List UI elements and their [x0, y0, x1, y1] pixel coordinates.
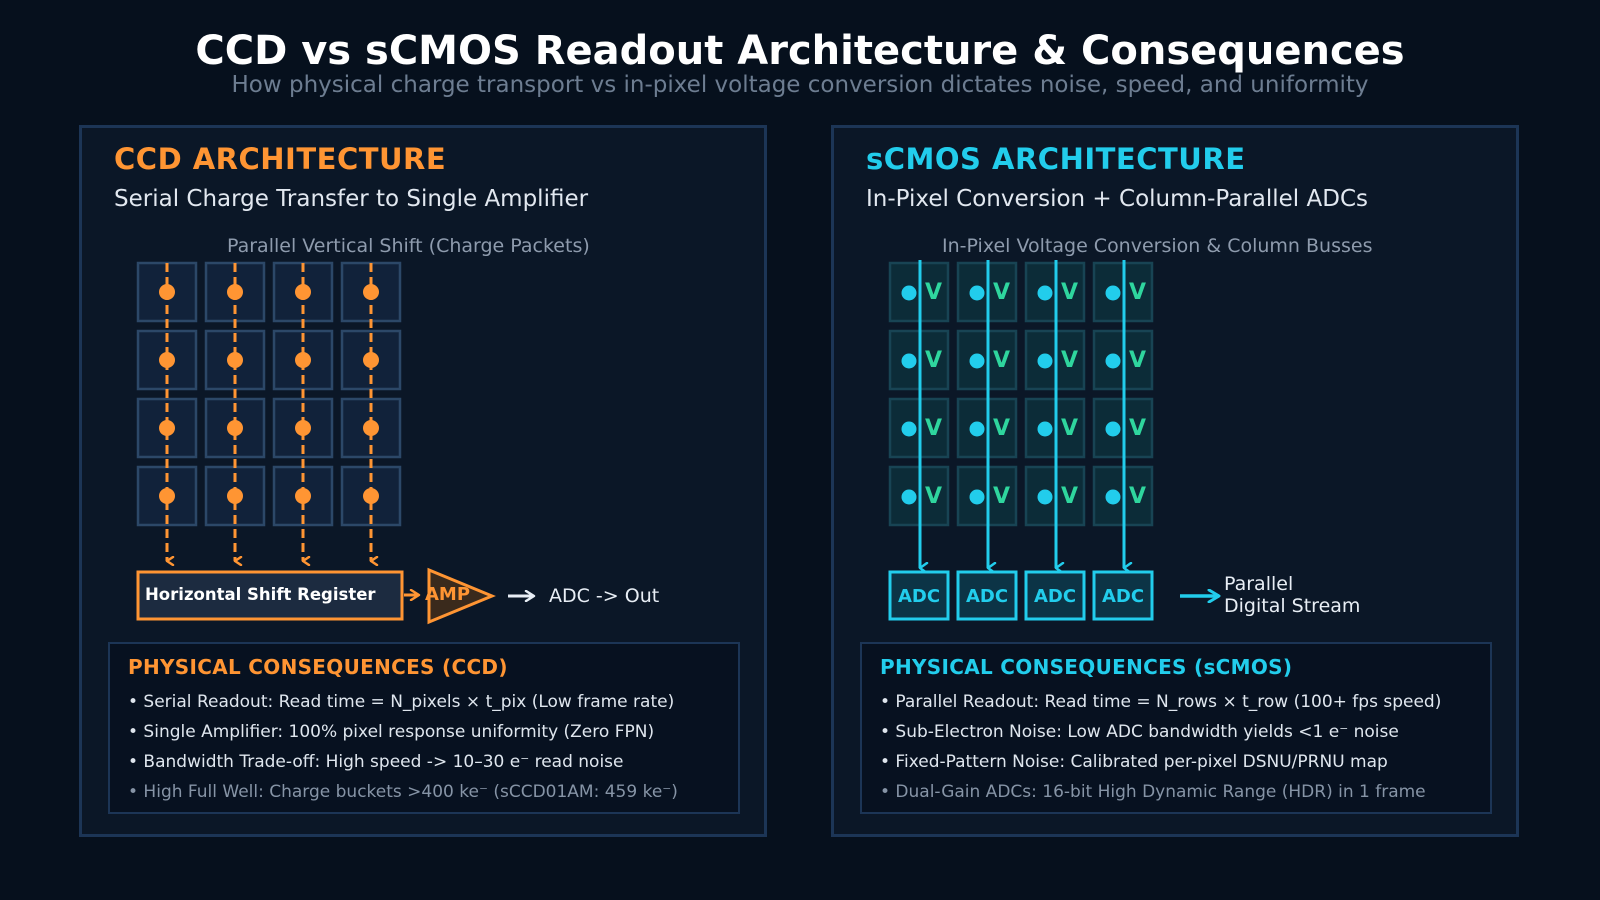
charge-packet	[295, 284, 311, 300]
cmos-output-label-line1: Parallel	[1224, 573, 1294, 595]
ccd-consequences-box: PHYSICAL CONSEQUENCES (CCD) • Serial Rea…	[108, 642, 740, 814]
horizontal-shift-register	[136, 570, 404, 621]
charge-packet	[227, 488, 243, 504]
cmos-consequences-list: • Parallel Readout: Read time = N_rows ×…	[880, 692, 1441, 812]
cmos-heading: sCMOS ARCHITECTURE	[866, 142, 1246, 176]
ccd-diagram	[136, 261, 770, 625]
voltage-label: V	[925, 484, 942, 509]
ccd-subheading: Serial Charge Transfer to Single Amplifi…	[114, 186, 589, 212]
charge-packet	[363, 488, 379, 504]
voltage-label: V	[925, 416, 942, 441]
list-item: • Sub-Electron Noise: Low ADC bandwidth …	[880, 722, 1399, 742]
photodiode-dot	[969, 421, 985, 437]
adc-box	[1024, 570, 1086, 621]
charge-packet	[295, 488, 311, 504]
voltage-label: V	[925, 280, 942, 305]
charge-packet	[227, 284, 243, 300]
photodiode-dot	[1037, 285, 1053, 301]
voltage-label: V	[1061, 416, 1078, 441]
cmos-consequences-box: PHYSICAL CONSEQUENCES (sCMOS) • Parallel…	[860, 642, 1492, 814]
voltage-label: V	[1061, 280, 1078, 305]
list-item: • Dual-Gain ADCs: 16-bit High Dynamic Ra…	[880, 782, 1426, 802]
adc-label: ADC	[1034, 586, 1076, 607]
photodiode-dot	[1105, 285, 1121, 301]
adc-box	[956, 570, 1018, 621]
list-item: • Serial Readout: Read time = N_pixels ×…	[128, 692, 675, 712]
voltage-label: V	[993, 484, 1010, 509]
charge-packet	[295, 352, 311, 368]
charge-packet	[363, 352, 379, 368]
cmos-output-label-line2: Digital Stream	[1224, 595, 1361, 617]
cmos-panel: sCMOS ARCHITECTURE In-Pixel Conversion +…	[831, 125, 1519, 837]
cmos-consequences-title: PHYSICAL CONSEQUENCES (sCMOS)	[880, 655, 1293, 679]
page-title: CCD vs sCMOS Readout Architecture & Cons…	[195, 28, 1405, 74]
photodiode-dot	[901, 285, 917, 301]
photodiode-dot	[1105, 353, 1121, 369]
adc-box	[888, 570, 950, 621]
photodiode-dot	[1105, 489, 1121, 505]
photodiode-dot	[901, 353, 917, 369]
shift-register-label: Horizontal Shift Register	[145, 585, 376, 604]
voltage-label: V	[1129, 484, 1146, 509]
cmos-subheading: In-Pixel Conversion + Column-Parallel AD…	[866, 186, 1368, 212]
charge-packet	[159, 352, 175, 368]
list-item: • Parallel Readout: Read time = N_rows ×…	[880, 692, 1442, 712]
voltage-label: V	[993, 348, 1010, 373]
ccd-consequences-title: PHYSICAL CONSEQUENCES (CCD)	[128, 655, 508, 679]
voltage-label: V	[993, 280, 1010, 305]
amp-label: AMP	[425, 584, 471, 605]
list-item: • Fixed-Pattern Noise: Calibrated per-pi…	[880, 752, 1388, 772]
photodiode-dot	[901, 489, 917, 505]
charge-packet	[159, 488, 175, 504]
cmos-array-caption: In-Pixel Voltage Conversion & Column Bus…	[942, 235, 1373, 257]
adc-label: ADC	[898, 586, 940, 607]
list-item: • Bandwidth Trade-off: High speed -> 10–…	[128, 752, 624, 772]
charge-packet	[363, 420, 379, 436]
ccd-consequences-list: • Serial Readout: Read time = N_pixels ×…	[128, 692, 678, 812]
photodiode-dot	[1037, 489, 1053, 505]
photodiode-dot	[969, 353, 985, 369]
charge-packet	[159, 284, 175, 300]
photodiode-dot	[969, 285, 985, 301]
ccd-panel: CCD ARCHITECTURE Serial Charge Transfer …	[79, 125, 767, 837]
charge-packet	[227, 352, 243, 368]
charge-packet	[227, 420, 243, 436]
voltage-label: V	[925, 348, 942, 373]
list-item: • High Full Well: Charge buckets >400 ke…	[128, 782, 678, 802]
photodiode-dot	[1037, 421, 1053, 437]
cmos-diagram: V V V V V V V V V V V V V V V V ADC ADC ADC ADC	[888, 260, 1522, 621]
charge-packet	[363, 284, 379, 300]
photodiode-dot	[1105, 421, 1121, 437]
photodiode-dot	[1037, 353, 1053, 369]
voltage-label: V	[1061, 348, 1078, 373]
voltage-label: V	[1129, 416, 1146, 441]
voltage-label: V	[1129, 348, 1146, 373]
charge-packet	[295, 420, 311, 436]
photodiode-dot	[901, 421, 917, 437]
charge-packet	[159, 420, 175, 436]
ccd-output-label: ADC -> Out	[549, 585, 660, 607]
amplifier-triangle	[427, 567, 496, 625]
ccd-array-caption: Parallel Vertical Shift (Charge Packets)	[227, 235, 590, 257]
page-subtitle: How physical charge transport vs in-pixe…	[231, 72, 1369, 98]
ccd-heading: CCD ARCHITECTURE	[114, 142, 447, 176]
voltage-label: V	[1061, 484, 1078, 509]
adc-label: ADC	[966, 586, 1008, 607]
list-item: • Single Amplifier: 100% pixel response …	[128, 722, 655, 742]
adc-label: ADC	[1102, 586, 1144, 607]
photodiode-dot	[969, 489, 985, 505]
voltage-label: V	[993, 416, 1010, 441]
voltage-label: V	[1129, 280, 1146, 305]
adc-box	[1092, 570, 1154, 621]
